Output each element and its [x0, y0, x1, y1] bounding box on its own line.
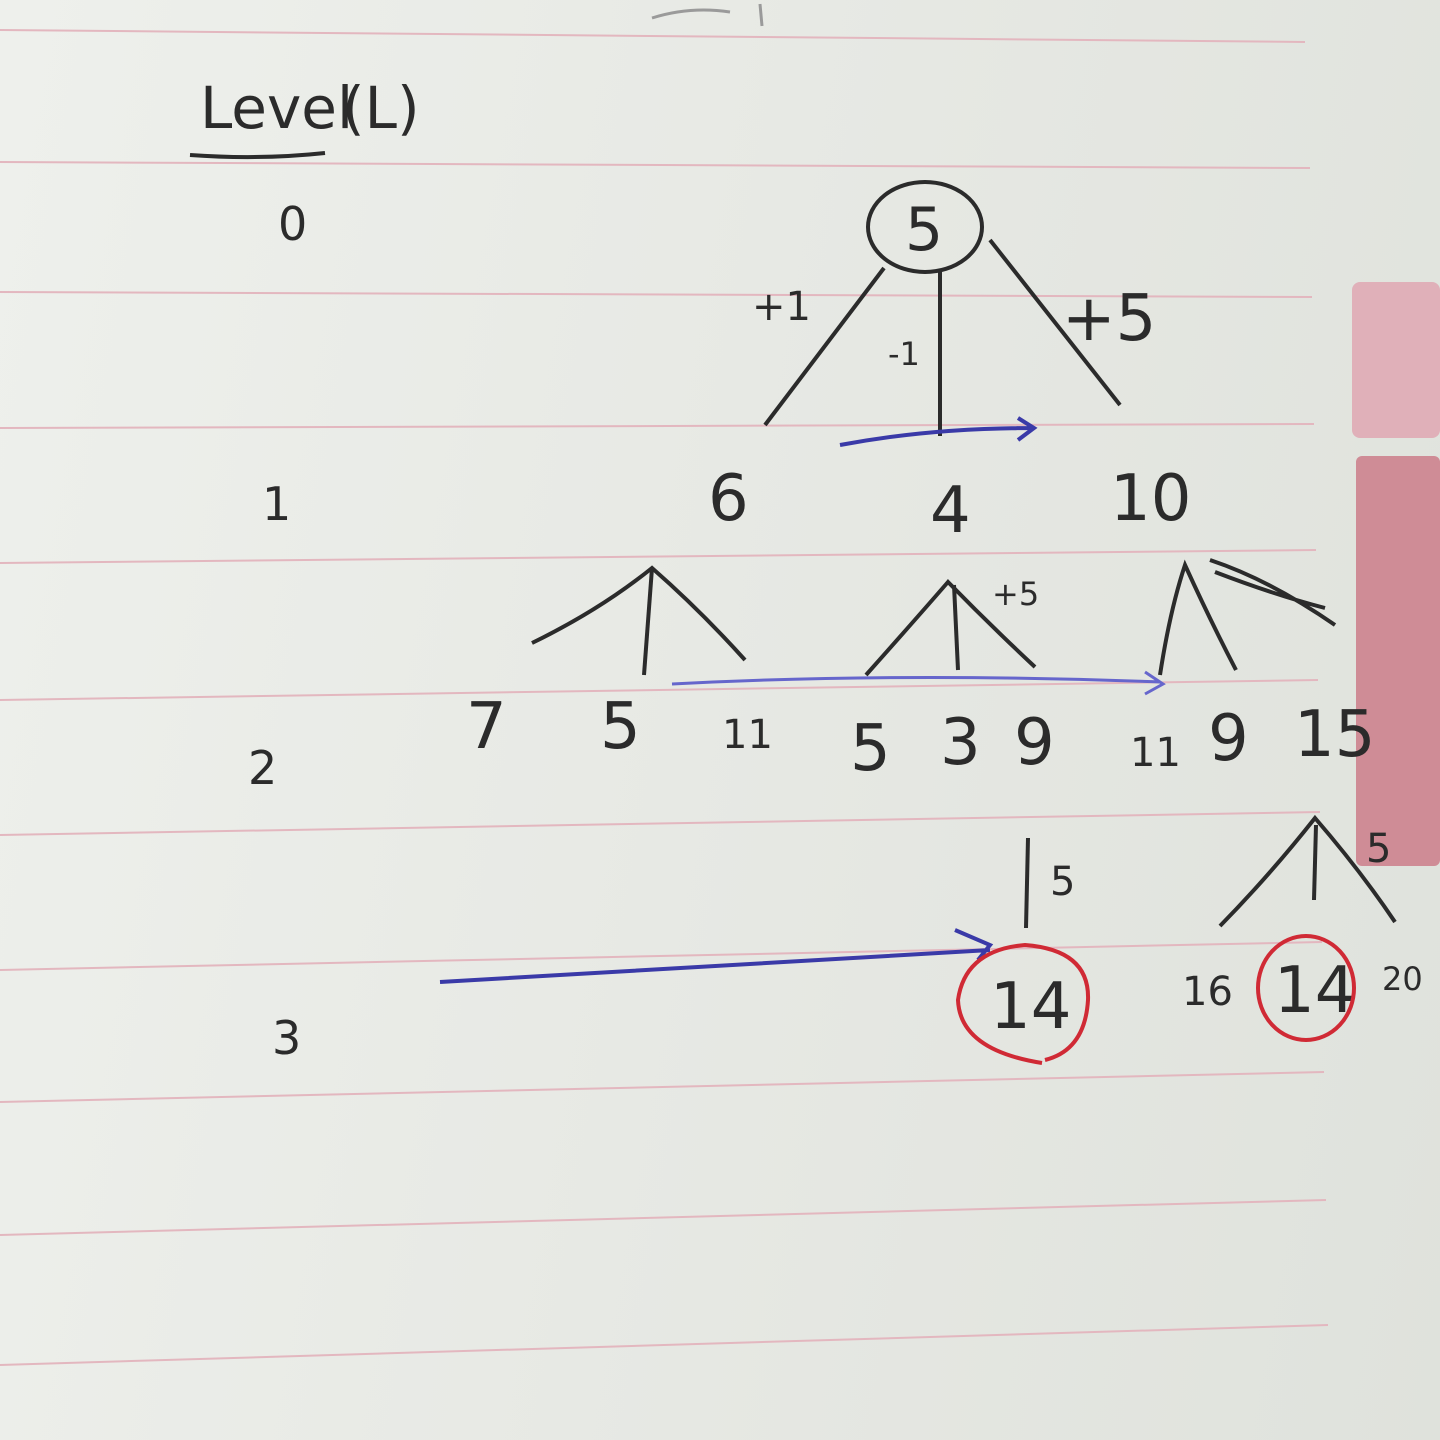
index-tab-light [1352, 282, 1440, 438]
level-label-2: 2 [248, 741, 277, 795]
edge-label-node4-right: +5 [992, 575, 1039, 613]
edge-label-root-left: +1 [752, 284, 811, 330]
level3-node-14a: 14 [990, 970, 1071, 1044]
blue-arrow-level-1 [839, 416, 1038, 447]
level1-node-4: 4 [930, 474, 971, 548]
header-underline [189, 151, 326, 160]
red-circle-14a [955, 942, 1091, 1065]
blue-arrow-level-2 [671, 670, 1166, 696]
edge-label-node15-right: 5 [1366, 826, 1391, 872]
level-label-3: 3 [272, 1011, 301, 1065]
edge-label-root-middle: -1 [888, 335, 920, 373]
level2-node-3: 3 [940, 706, 981, 780]
root-node-value: 5 [905, 195, 943, 265]
level3-node-14b: 14 [1274, 954, 1355, 1028]
edge-label-root-right: +5 [1062, 282, 1156, 356]
level3-node-16: 16 [1182, 969, 1233, 1015]
level3-node-20: 20 [1382, 960, 1423, 998]
level2-node-5a: 5 [600, 690, 641, 764]
header-title-suffix: (L) [342, 74, 420, 142]
blue-arrow-level-3 [439, 928, 994, 984]
red-circle-14b [1256, 934, 1356, 1042]
ruled-lines [0, 29, 1329, 1366]
level2-node-11a: 11 [722, 712, 773, 758]
level2-node-15: 15 [1294, 698, 1375, 772]
level2-node-11b: 11 [1130, 730, 1181, 776]
level2-node-7: 7 [466, 690, 507, 764]
level1-edges [531, 558, 1337, 677]
level2-node-5b: 5 [850, 712, 891, 786]
index-tab-dark [1356, 456, 1440, 866]
level1-node-6: 6 [708, 462, 749, 536]
header-title: Level [200, 74, 353, 142]
root-node-circle [866, 180, 984, 274]
edge-label-node9-down: 5 [1050, 859, 1075, 905]
level-label-0: 0 [278, 197, 307, 251]
level-label-1: 1 [262, 477, 291, 531]
level2-node-9b: 9 [1208, 702, 1249, 776]
root-edges [763, 238, 1122, 436]
top-smudge [651, 3, 764, 27]
level2-node-9a: 9 [1014, 706, 1055, 780]
level1-node-10: 10 [1110, 462, 1191, 536]
level2-edges [1024, 814, 1397, 929]
